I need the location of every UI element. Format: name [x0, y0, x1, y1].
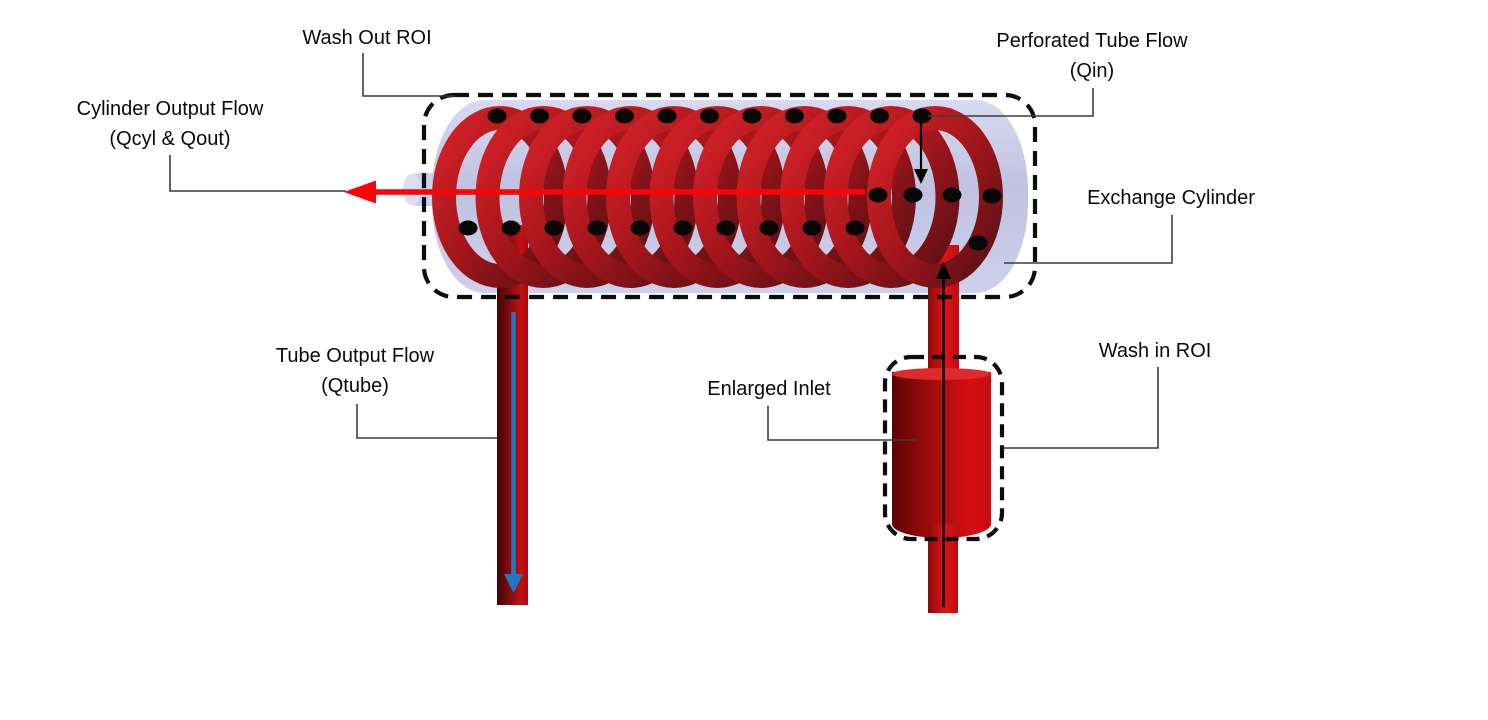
label-exchange-cylinder: Exchange Cylinder [1087, 183, 1255, 213]
label-cylinder-output-flow: Cylinder Output Flow (Qcyl & Qout) [77, 94, 264, 154]
label-line: Cylinder Output Flow [76, 98, 264, 120]
enlarged-inlet-top [892, 368, 991, 380]
perforation-dot [742, 108, 762, 124]
perforation-dot [903, 187, 923, 203]
perforation-dot [700, 108, 719, 124]
perforation-dot [501, 220, 521, 236]
enlarged-inlet-body [892, 372, 991, 524]
inlet-flow-arrow-head [936, 262, 951, 279]
cylinder-output-flow-arrow-head [344, 180, 376, 204]
perforation-dot [845, 220, 865, 236]
leader-perforated-tube-flow [928, 88, 1094, 117]
label-line: Tube Output Flow [275, 345, 435, 367]
tube-output-flow-arrow-head [504, 574, 523, 593]
label-tube-output-flow: Tube Output Flow (Qtube) [276, 341, 434, 401]
perforation-dot [942, 187, 962, 203]
perforation-dot [657, 108, 677, 124]
perforation-dot [544, 220, 564, 236]
leader-wash-out-roi [362, 53, 455, 97]
perforation-dot [827, 108, 847, 124]
label-enlarged-inlet: Enlarged Inlet [707, 374, 830, 404]
perforation-dot [870, 108, 889, 124]
label-line: Wash Out ROI [302, 27, 432, 49]
perforation-dot [912, 108, 932, 124]
label-line: Enlarged Inlet [707, 378, 831, 400]
leader-wash-in-roi [1003, 367, 1159, 449]
perforation-dot [587, 220, 607, 236]
perforation-dot [716, 220, 736, 236]
perforation-dot [802, 220, 822, 236]
perforation-dot [868, 187, 888, 203]
label-line: (Qcyl & Qout) [109, 128, 231, 150]
coil-rings [432, 106, 1003, 288]
label-line: Perforated Tube Flow [996, 30, 1188, 52]
label-wash-out-roi: Wash Out ROI [302, 23, 431, 53]
leader-tube-output-flow [356, 404, 497, 439]
perforation-dot [458, 220, 478, 236]
label-line: Exchange Cylinder [1087, 187, 1255, 209]
perforation-dot [630, 220, 650, 236]
perforation-dot [785, 108, 804, 124]
perforation-dot [487, 108, 507, 124]
wash-out-roi-box [421, 92, 1038, 300]
leader-enlarged-inlet [767, 406, 916, 441]
leader-cylinder-output-flow [169, 155, 346, 192]
label-line: (Qtube) [321, 375, 389, 397]
label-line: Wash in ROI [1098, 340, 1212, 362]
perforation-dot [968, 235, 988, 251]
label-line: (Qin) [1069, 60, 1115, 82]
perforation-dot [530, 108, 549, 124]
perforation-dot [572, 108, 592, 124]
perforation-dot [982, 188, 1002, 204]
label-wash-in-roi: Wash in ROI [1099, 336, 1212, 366]
perforation-dot [673, 220, 693, 236]
label-perforated-tube-flow: Perforated Tube Flow (Qin) [996, 26, 1187, 86]
perforation-dots [458, 108, 1002, 251]
perforated-inflow-arrow-head [914, 169, 928, 184]
perforation-dot [759, 220, 779, 236]
coil-ring [736, 106, 873, 288]
leader-exchange-cylinder [1004, 215, 1173, 264]
perforation-dot [615, 108, 634, 124]
